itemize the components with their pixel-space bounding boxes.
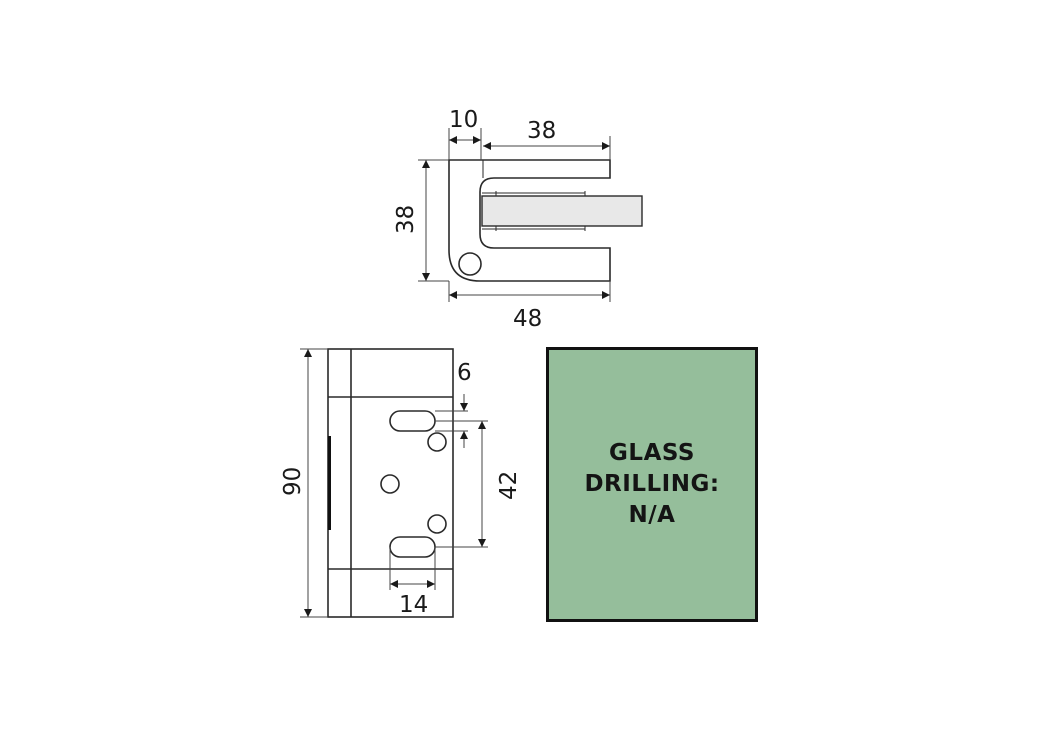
hole-lower xyxy=(427,514,447,534)
dim-slot-height: 6 xyxy=(457,360,472,386)
screw-hole xyxy=(458,252,482,276)
top-view: 10 38 38 48 xyxy=(393,107,643,332)
dim-height: 38 xyxy=(393,205,419,234)
top-slot xyxy=(389,410,436,432)
dim-overall-height: 90 xyxy=(280,467,306,496)
glass-drilling-line1: GLASS xyxy=(609,440,695,466)
glass-panel xyxy=(481,195,643,227)
glass-drilling-line2: DRILLING: xyxy=(584,471,720,497)
dim-flange-width: 10 xyxy=(449,107,478,133)
gasket-strip xyxy=(328,436,331,530)
front-view: 90 6 42 14 xyxy=(280,348,522,618)
dim-slot-spacing: 42 xyxy=(496,471,522,500)
bottom-slot xyxy=(389,536,436,558)
hole-upper xyxy=(427,432,447,452)
dim-slot-depth: 38 xyxy=(527,118,556,144)
glass-drilling-box: GLASS DRILLING: N/A xyxy=(546,347,758,622)
glass-drilling-value: N/A xyxy=(628,502,676,528)
dim-slot-width: 14 xyxy=(399,592,428,618)
clamp-body-outline xyxy=(448,159,611,282)
dim-overall-width: 48 xyxy=(513,306,542,332)
hole-center xyxy=(380,474,400,494)
